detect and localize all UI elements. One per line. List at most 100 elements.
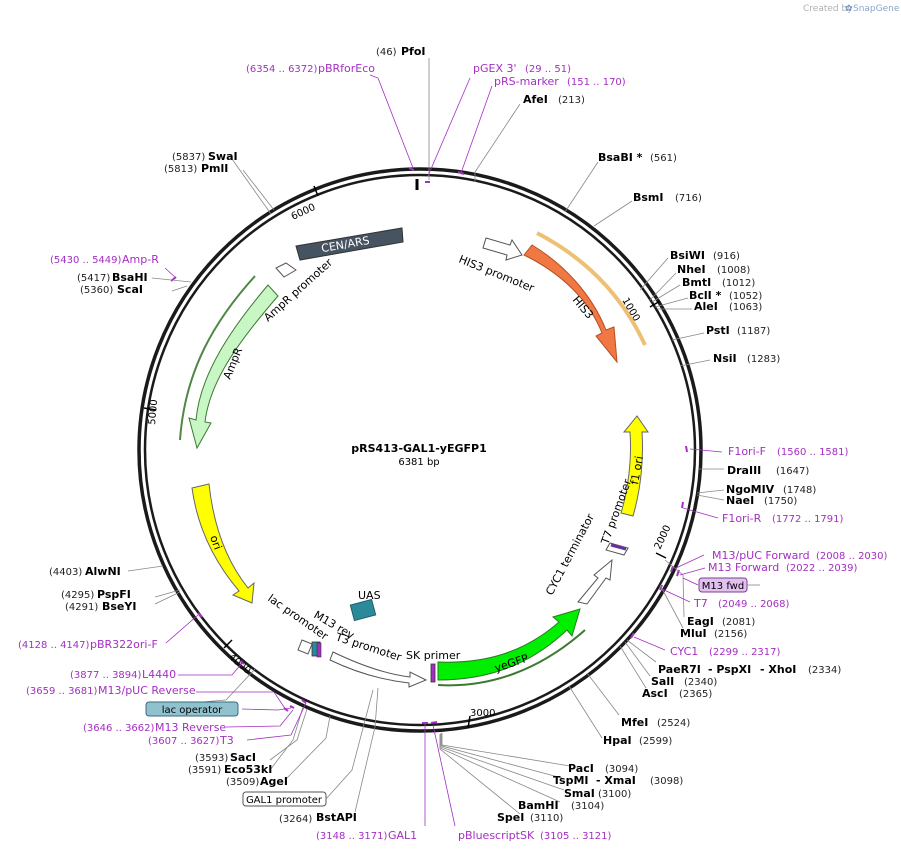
site-pos-alwni: (4403): [49, 567, 82, 578]
feature-yegfp[interactable]: [437, 608, 586, 687]
site-afei[interactable]: AfeI: [523, 93, 548, 106]
site-pos-bsmi: (716): [675, 193, 702, 204]
site-pos-pmli: (5813): [164, 164, 197, 175]
site-xmai[interactable]: - XmaI: [596, 774, 636, 787]
primer-pos-cyc1: (2299 .. 2317): [709, 647, 781, 658]
site-pos-sali: (2340): [684, 677, 717, 688]
primer-pgex3[interactable]: pGEX 3': [473, 62, 517, 75]
primer-pbr322ori-f[interactable]: pBR322ori-F: [90, 638, 158, 651]
primer-pos-m13-reverse: (3646 .. 3662): [83, 723, 155, 734]
snapgene-logo-icon: ✿: [845, 4, 853, 14]
boxed-m13-fwd[interactable]: M13 fwd: [698, 577, 748, 593]
site-pos-agei: (3509): [226, 777, 259, 788]
primer-m13-reverse[interactable]: M13 Reverse: [155, 721, 226, 734]
boxed-gal1-promoter[interactable]: GAL1 promoter: [242, 791, 327, 807]
site-xhoi[interactable]: - XhoI: [760, 663, 796, 676]
plasmid-length: 6381 bp: [398, 457, 439, 468]
site-smai[interactable]: SmaI: [564, 787, 595, 800]
site-pos-paci: (3094): [605, 764, 638, 775]
site-agei[interactable]: AgeI: [260, 775, 288, 788]
site-nhei[interactable]: NheI: [677, 263, 706, 276]
site-pos-bsiwi: (916): [713, 251, 740, 262]
site-bmti[interactable]: BmtI: [682, 276, 711, 289]
primer-t3[interactable]: T3: [219, 734, 234, 747]
primer-amp-r[interactable]: Amp-R: [122, 253, 159, 266]
primer-t7[interactable]: T7: [693, 597, 708, 610]
boxed-lac-operator[interactable]: lac operator: [145, 701, 239, 717]
site-pos-alei: (1063): [729, 302, 762, 313]
site-ngomiv[interactable]: NgoMIV: [726, 483, 775, 496]
primer-m13-puc-reverse[interactable]: M13/pUC Reverse: [98, 684, 196, 697]
site-paer7i[interactable]: PaeR7I: [658, 663, 701, 676]
feature-t3-promoter[interactable]: [329, 651, 428, 688]
site-scai[interactable]: ScaI: [117, 283, 143, 296]
primer-f1ori-r[interactable]: F1ori-R: [722, 512, 762, 525]
site-pos-bseyi: (4291): [65, 602, 98, 613]
site-asci[interactable]: AscI: [642, 687, 668, 700]
site-pmli[interactable]: PmlI: [201, 162, 228, 175]
site-alei[interactable]: AleI: [694, 300, 718, 313]
primer-gal1[interactable]: GAL1: [388, 829, 417, 842]
site-pos-ngomiv: (1748): [783, 485, 816, 496]
site-spei[interactable]: SpeI: [497, 811, 524, 824]
site-paci[interactable]: PacI: [568, 762, 594, 775]
feature-his3[interactable]: [523, 231, 647, 364]
site-pos-swai: (5837): [172, 152, 205, 163]
primer-pos-gal1: (3148 .. 3171): [316, 831, 388, 842]
site-bcli[interactable]: BclI *: [689, 289, 722, 302]
site-naei[interactable]: NaeI: [726, 494, 754, 507]
primer-pos-f1ori-f: (1560 .. 1581): [777, 447, 849, 458]
site-pos-pspfi: (4295): [61, 590, 94, 601]
site-nsii[interactable]: NsiI: [713, 352, 737, 365]
site-bsabi[interactable]: BsaBI *: [598, 151, 643, 164]
primer-f1ori-f[interactable]: F1ori-F: [728, 445, 766, 458]
primer-prs-marker[interactable]: pRS-marker: [494, 75, 559, 88]
site-bseyi[interactable]: BseYI: [102, 600, 136, 613]
feature-ori[interactable]: [191, 483, 255, 604]
feature-ampr[interactable]: [179, 275, 279, 450]
site-pspxi[interactable]: - PspXI: [708, 663, 751, 676]
site-tspmi[interactable]: TspMI: [553, 774, 589, 787]
feature-ampr-promoter[interactable]: [275, 262, 297, 278]
primer-l4440[interactable]: L4440: [142, 668, 176, 681]
feature-f1-ori[interactable]: [620, 415, 649, 517]
feature-t7-promoter[interactable]: [605, 542, 629, 556]
primer-pos-m13-puc-reverse: (3659 .. 3681): [26, 686, 98, 697]
site-eagi[interactable]: EagI: [687, 615, 714, 628]
primer-cyc1[interactable]: CYC1: [670, 645, 698, 658]
site-saci[interactable]: SacI: [230, 751, 256, 764]
primer-m13-puc-forward[interactable]: M13/pUC Forward: [712, 549, 810, 562]
site-swai[interactable]: SwaI: [208, 150, 238, 163]
site-bsahi[interactable]: BsaHI: [112, 271, 148, 284]
feature-sk-primer[interactable]: [430, 663, 436, 683]
primer-pbrforeco[interactable]: pBRforEco: [318, 62, 375, 75]
site-pos-eco53ki: (3591): [188, 765, 221, 776]
site-pfoi[interactable]: PfoI: [401, 45, 426, 58]
site-eco53ki[interactable]: Eco53kI: [224, 763, 272, 776]
primer-labels: (6354 .. 6372) pBRforEco pGEX 3' (29 .. …: [18, 62, 888, 842]
feature-m13-rev-lac[interactable]: [297, 639, 322, 658]
primer-m13-forward[interactable]: M13 Forward: [708, 561, 779, 574]
site-bsmi[interactable]: BsmI: [633, 191, 664, 204]
site-sali[interactable]: SalI: [651, 675, 674, 688]
site-pos-eagi: (2081): [722, 617, 755, 628]
site-bsiwi[interactable]: BsiWI: [670, 249, 705, 262]
site-pos-draiii: (1647): [776, 466, 809, 477]
site-bstapi[interactable]: BstAPI: [316, 811, 357, 824]
site-pos-nhei: (1008): [717, 265, 750, 276]
primer-pos-m13-forward: (2022 .. 2039): [786, 563, 858, 574]
site-alwni[interactable]: AlwNI: [85, 565, 121, 578]
site-mfei[interactable]: MfeI: [621, 716, 648, 729]
feature-cen-ars[interactable]: CEN/ARS: [295, 227, 404, 261]
site-mlui[interactable]: MluI: [680, 627, 707, 640]
site-hpai[interactable]: HpaI: [603, 734, 632, 747]
site-bamhi[interactable]: BamHI: [518, 799, 559, 812]
site-draiii[interactable]: DraIII: [727, 464, 761, 477]
site-pos-mlui: (2156): [714, 629, 747, 640]
primer-pbluescriptsk[interactable]: pBluescriptSK: [458, 829, 535, 842]
site-pspfi[interactable]: PspFI: [97, 588, 131, 601]
feature-uas[interactable]: [349, 598, 377, 622]
feature-his3-promoter[interactable]: [482, 237, 523, 261]
site-psti[interactable]: PstI: [706, 324, 730, 337]
feature-cyc1-terminator[interactable]: [577, 558, 613, 605]
